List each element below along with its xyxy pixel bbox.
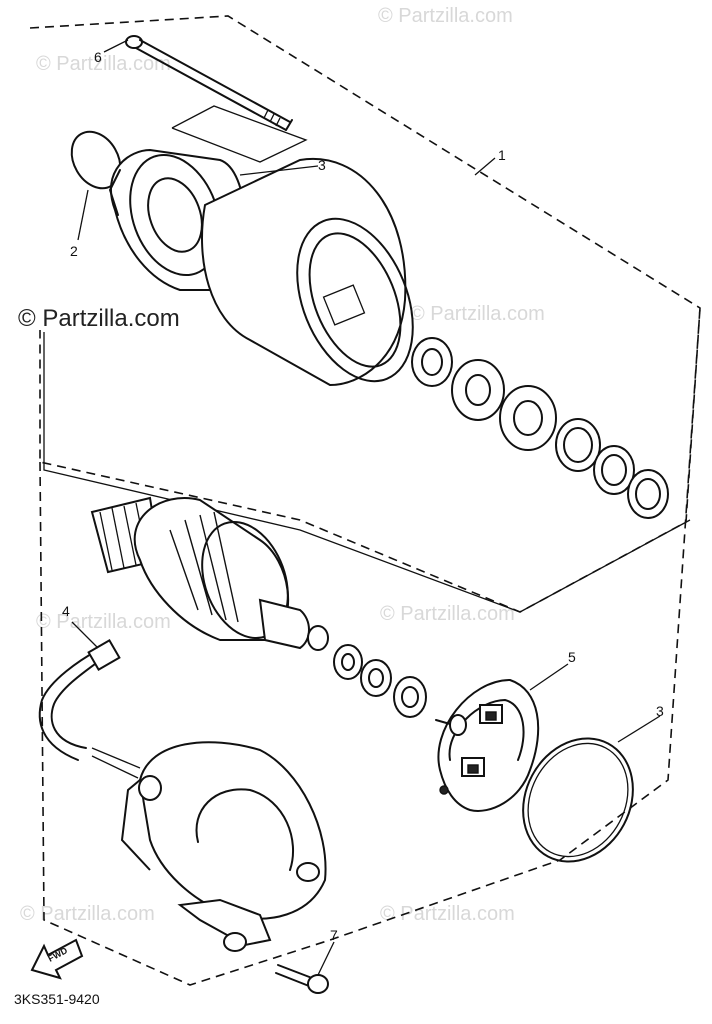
watermark-faint: © Partzilla.com [36, 611, 171, 633]
callout-4: 4 [62, 603, 70, 619]
assembly-outline [29, 15, 701, 613]
watermark-main-text: © Partzilla.com [18, 305, 180, 332]
yoke-housing [201, 157, 414, 387]
mounting-bolt [275, 964, 329, 994]
rear-cover [120, 741, 327, 952]
callout-7: 7 [330, 927, 338, 943]
brush-holder [435, 678, 540, 812]
bracket-line [43, 332, 691, 613]
label-frame [171, 105, 308, 163]
lead-wire [38, 638, 141, 779]
callout-2: 2 [70, 243, 78, 259]
callout-3-upper: 3 [318, 157, 326, 173]
upper-washers [411, 337, 669, 519]
lower-washers [333, 644, 427, 718]
watermark-faint: © Partzilla.com [36, 53, 171, 75]
watermark-faint: © Partzilla.com [380, 603, 515, 625]
watermark-main: © Partzilla.com [18, 305, 180, 332]
watermark-faint: © Partzilla.com [410, 303, 545, 325]
callout-3-lower: 3 [656, 703, 664, 719]
callout-6: 6 [94, 49, 102, 65]
leader-lines [71, 39, 661, 976]
large-o-ring-inner [527, 742, 629, 858]
drawing-code: 3KS351-9420 [14, 991, 100, 1007]
fwd-arrow-icon: FWD [30, 938, 84, 980]
callout-5: 5 [568, 649, 576, 665]
lower-assembly-outline [39, 307, 701, 986]
watermark-faint: © Partzilla.com [20, 903, 155, 925]
watermark-faint: © Partzilla.com [380, 903, 515, 925]
watermark-faint: © Partzilla.com [378, 5, 513, 27]
armature [90, 496, 329, 651]
watermark-group: © Partzilla.com © Partzilla.com © Partzi… [20, 5, 545, 925]
long-bolt [125, 35, 293, 131]
callout-1: 1 [498, 147, 506, 163]
large-o-ring [522, 737, 634, 863]
